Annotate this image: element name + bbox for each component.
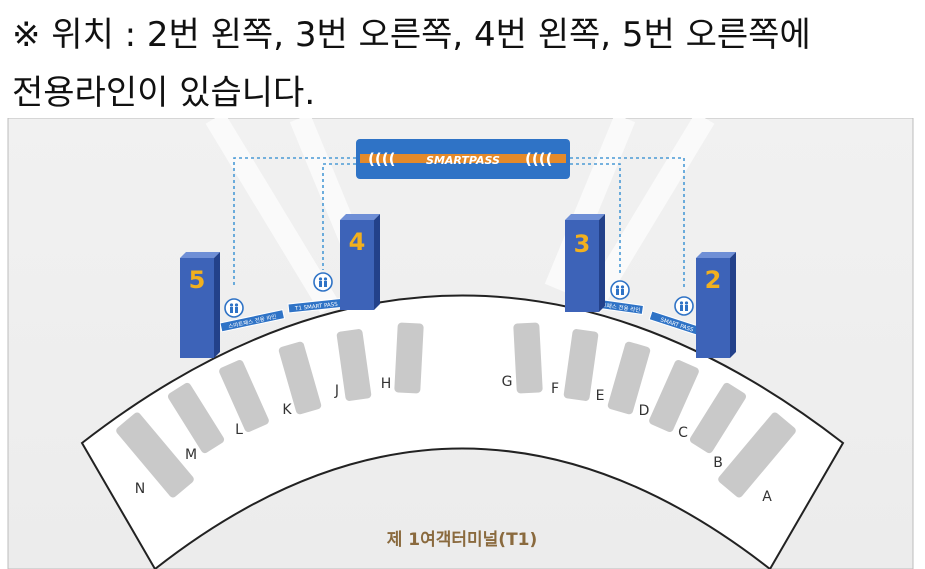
counters [116, 322, 796, 498]
counter-label-j: J [334, 383, 339, 399]
smartpass-sign: (((( SMARTPASS (((( [356, 139, 570, 179]
walking-person-icon [674, 296, 694, 316]
tower-2: 2 [696, 252, 736, 358]
walking-person-icons [224, 272, 694, 318]
counter-label-m: M [185, 447, 197, 463]
counter-label-c: C [678, 425, 688, 441]
counter-label-f: F [551, 381, 559, 397]
counter-j [336, 329, 372, 401]
tower-5-number: 5 [189, 266, 206, 294]
tower-3-number: 3 [574, 230, 591, 258]
tower-2-number: 2 [705, 266, 722, 294]
counter-l [219, 360, 269, 432]
smartpass-label: SMARTPASS [426, 154, 500, 167]
counter-label-e: E [596, 388, 605, 404]
counter-n [116, 412, 194, 498]
counter-k [278, 341, 322, 415]
counter-e [607, 341, 651, 415]
lane-4-label: T1 SMART PASS [294, 302, 339, 313]
counter-label-g: G [502, 374, 513, 390]
counter-label-k: K [282, 402, 292, 418]
tower-4: 4 [340, 214, 380, 310]
counter-g [513, 322, 543, 394]
towers: 5 4 3 2 [180, 214, 736, 358]
terminal-label: 제 1여객터미널(T1) [387, 530, 538, 550]
caption: ※ 위치 : 2번 왼쪽, 3번 오른쪽, 4번 왼쪽, 5번 오른쪽에 전용라… [12, 6, 917, 122]
counter-d [649, 360, 699, 432]
tower-4-number: 4 [349, 228, 366, 256]
guide-lines [233, 157, 685, 290]
counter-b [718, 412, 796, 498]
counter-f [563, 329, 599, 401]
counter-label-h: H [381, 376, 392, 392]
walking-person-icon [313, 272, 333, 292]
counter-h [394, 322, 424, 394]
tower-5: 5 [180, 252, 220, 358]
counter-label-d: D [639, 403, 650, 419]
smartpass-arrows-left: (((( [368, 150, 395, 168]
caption-line-2: 전용라인이 있습니다. [12, 73, 316, 113]
lane-strips: 스마트패스 전용 라인 T1 SMART PASS 스마트패스 전용 라인 SM… [219, 297, 706, 338]
counter-label-l: L [235, 422, 243, 438]
walking-person-icon [610, 280, 630, 300]
counter-label-b: B [713, 455, 723, 471]
lane-5 [219, 309, 286, 333]
terminal-outline [80, 294, 845, 569]
counter-labels: A B C D E F G H J K L M N [135, 374, 772, 505]
tower-3: 3 [565, 214, 605, 312]
counter-label-n: N [135, 481, 145, 497]
caption-line-1: ※ 위치 : 2번 왼쪽, 3번 오른쪽, 4번 왼쪽, 5번 오른쪽에 [12, 15, 811, 55]
counter-m [167, 382, 225, 454]
terminal-diagram: (((( SMARTPASS (((( 스마트패스 전용 라인 T1 SMART… [7, 118, 914, 569]
counter-label-a: A [762, 489, 772, 505]
walking-person-icon [224, 298, 244, 318]
smartpass-arrows-right: (((( [525, 150, 552, 168]
counter-c [689, 382, 747, 454]
